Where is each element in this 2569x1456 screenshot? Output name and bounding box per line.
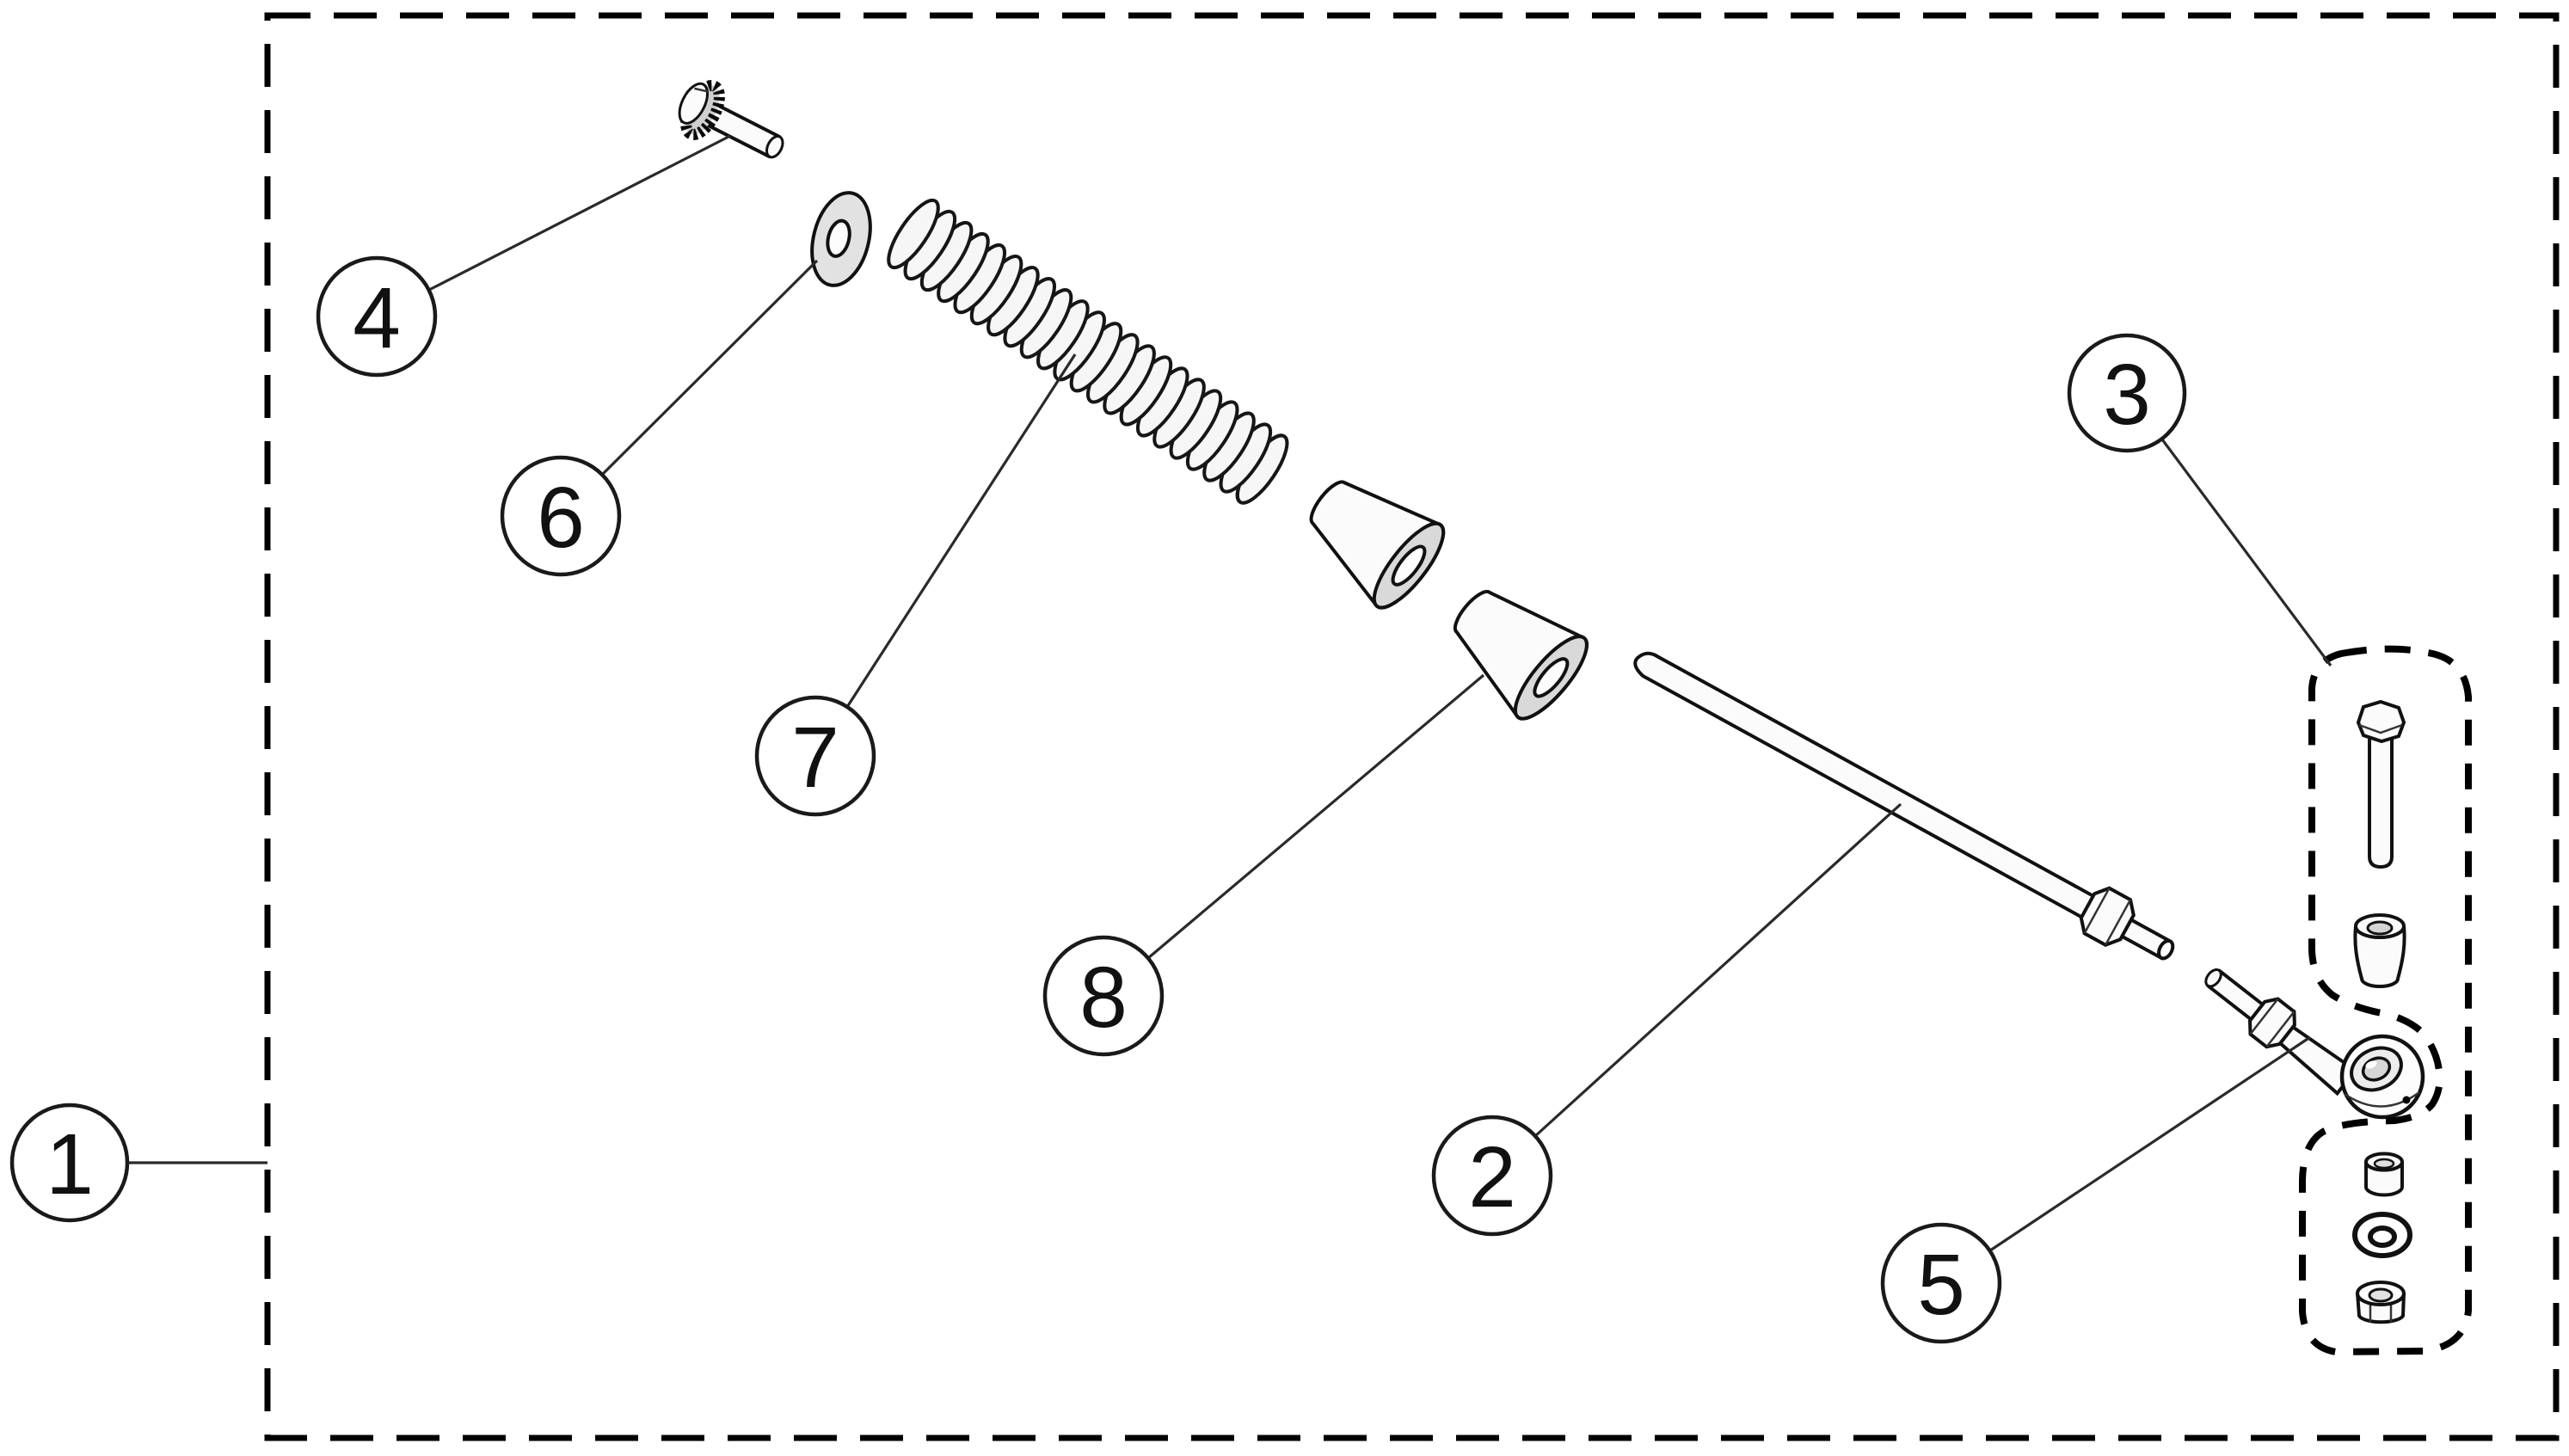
spring-coil: [1119, 355, 1173, 427]
callout-1-circle: [9, 1103, 130, 1223]
callout-4: 4: [316, 255, 438, 378]
spring-coil: [1003, 277, 1056, 348]
kit-washer: [2352, 1212, 2412, 1258]
spring-coil: [919, 220, 974, 292]
callout-6: 6: [500, 455, 622, 577]
flange-bolt-head-facet: [694, 87, 709, 93]
rod-collar-facet-left: [2083, 888, 2111, 934]
kit-barrel-bushing: [2353, 913, 2406, 988]
callout-5-circle: [1880, 1222, 2002, 1344]
kit-bolt-head-facet: [2358, 723, 2403, 734]
spring-coil: [1185, 400, 1239, 471]
kit-spacer-hole: [2373, 1158, 2395, 1170]
callout-3: 3: [2067, 333, 2187, 453]
kit-nut-hole: [2368, 1287, 2394, 1303]
leader-line-2: [1533, 802, 1902, 1138]
kit-bolt-shaft-highlight: [2376, 741, 2383, 862]
spring-bushing-lower: [1453, 589, 1589, 721]
callout-3-label: 3: [2103, 347, 2151, 443]
rod-collar-facet-right: [2105, 899, 2132, 946]
spring-coil: [1086, 333, 1140, 404]
callout-2: 2: [1431, 1115, 1553, 1237]
callout-8-label: 8: [1079, 949, 1128, 1046]
bushing-upper-hole: [1391, 544, 1427, 587]
callout-2-circle: [1431, 1115, 1553, 1237]
flange-bolt-head: [678, 82, 710, 125]
rod-end-nut-facet-right: [2265, 1011, 2296, 1048]
kit-spacer: [2364, 1152, 2404, 1197]
callout-1-label: 1: [46, 1116, 94, 1213]
callout-7-label: 7: [791, 710, 839, 806]
leader-line-3: [2160, 439, 2332, 667]
leader-line-5: [1989, 1035, 2311, 1252]
washer-hole: [826, 218, 851, 258]
bushing-lower-hole: [1533, 657, 1570, 698]
flange-bolt: [678, 80, 784, 159]
callout-6-circle: [500, 455, 622, 577]
stabilizer-link-rod: [1633, 651, 2175, 961]
hardware-kit-outline: [2299, 645, 2472, 1356]
kit-bolt-head: [2356, 699, 2406, 744]
rod-end: [2204, 968, 2425, 1120]
spring-coil: [887, 198, 940, 270]
rod-end-eye-seam: [2344, 1090, 2420, 1108]
kit-hex-bolt: [2356, 699, 2406, 869]
callout-8-circle: [1042, 935, 1165, 1057]
callout-4-circle: [316, 255, 438, 378]
coil-spring: [887, 198, 1289, 505]
callout-7: 7: [754, 695, 876, 817]
spring-coils: [887, 198, 1289, 505]
rod-end-stud-tip: [2204, 968, 2222, 988]
assembly-boundary-border: [264, 12, 2560, 1441]
leader-line-4: [428, 134, 731, 292]
callout-5: 5: [1880, 1222, 2002, 1344]
spring-coil: [903, 209, 957, 281]
rod-stub-end: [2157, 938, 2175, 961]
rod-hex-collar: [2079, 886, 2136, 947]
spring-bushing-upper: [1309, 480, 1446, 610]
rod-end-grease-dot: [2402, 1096, 2411, 1104]
washer: [810, 191, 872, 287]
spring-coil: [1202, 411, 1256, 482]
rod-end-nut-facet-left: [2249, 998, 2279, 1035]
callout-6-label: 6: [537, 470, 585, 566]
leader-line-8: [1146, 673, 1485, 960]
callout-5-label: 5: [1917, 1237, 1965, 1333]
callout-4-label: 4: [353, 270, 401, 366]
rod-end-ball-highlight: [2365, 1060, 2377, 1069]
callout-8: 8: [1042, 935, 1165, 1057]
callout-1: 1: [9, 1103, 130, 1223]
spring-coil: [969, 255, 1023, 326]
spring-coil: [1235, 433, 1289, 505]
leader-line-7: [845, 353, 1077, 708]
kit-flange-nut: [2356, 1281, 2406, 1324]
flange-bolt-tip: [765, 135, 784, 159]
kit-barrel-hole: [2366, 920, 2394, 936]
spring-coil: [1219, 422, 1273, 494]
callout-2-label: 2: [1468, 1129, 1516, 1226]
callout-7-circle: [754, 695, 876, 817]
callout-3-circle: [2067, 333, 2187, 453]
spring-coil: [1053, 310, 1106, 382]
spring-coil: [1019, 288, 1073, 359]
leader-line-6: [600, 259, 819, 476]
kit-washer-hole: [2368, 1226, 2397, 1248]
rod-shaft: [1633, 651, 2128, 937]
spring-coil: [986, 266, 1040, 337]
